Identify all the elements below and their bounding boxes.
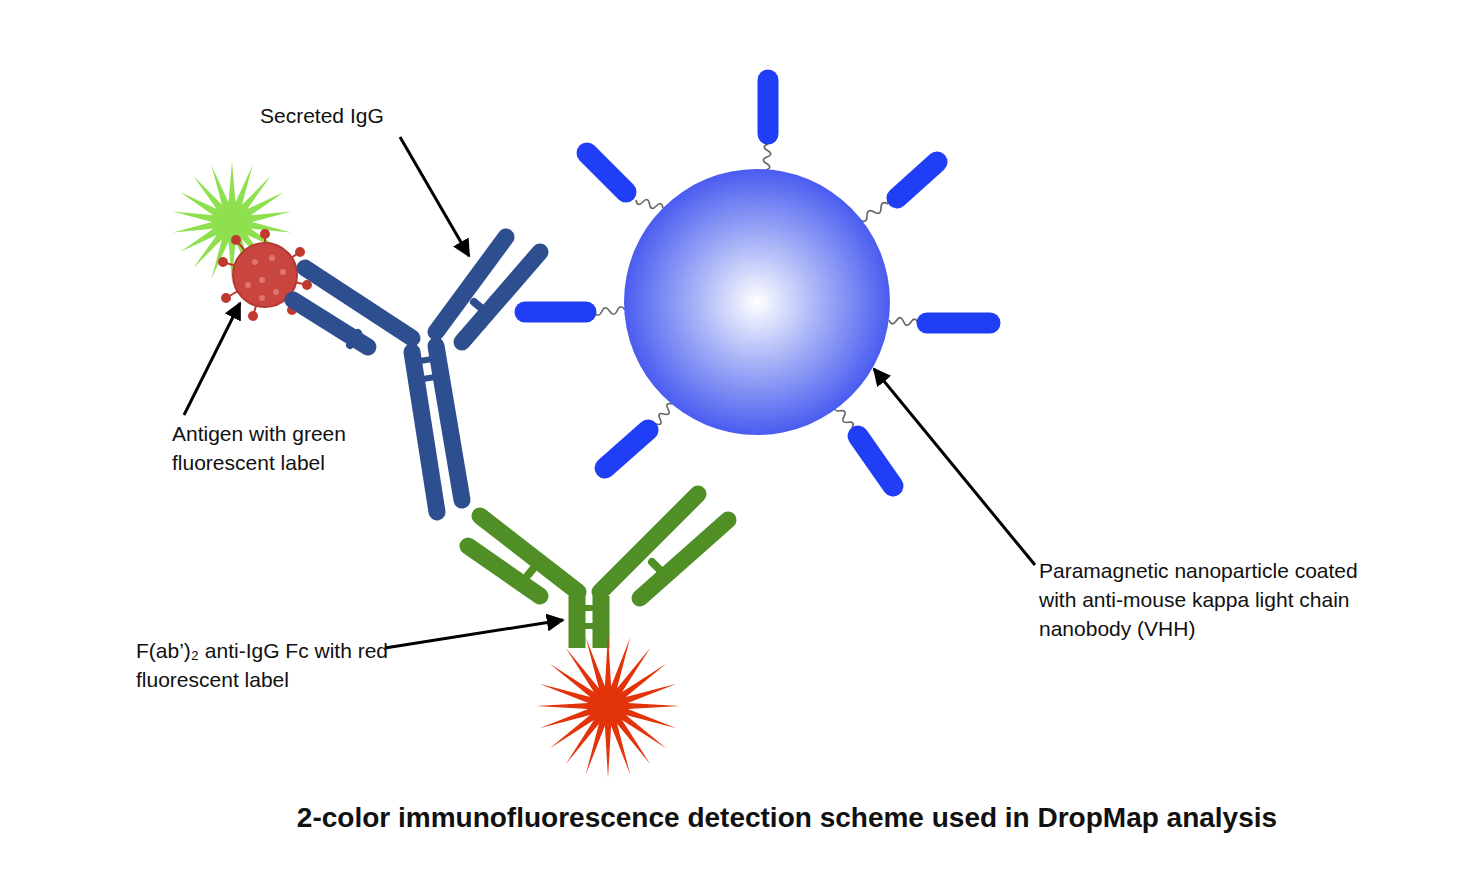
leader-arrow [385,620,563,648]
hinge-bond [580,623,598,629]
nanobody [525,302,586,323]
light-chain-link [528,563,538,575]
fab-arm [600,494,698,592]
hinge-bond [580,605,598,611]
leader-arrow [184,303,240,415]
light-chain-link [350,333,358,345]
paramagnetic-bead [624,169,890,435]
virus-dot [259,277,265,283]
light-chain [293,300,368,347]
nanobody [927,313,990,334]
nanobody [587,153,626,192]
callout-label: Secreted IgG [260,101,470,130]
virus-spike-tip [296,248,304,256]
tether [656,404,672,425]
light-chain [462,252,540,342]
virus-dot [245,282,251,288]
tether [889,318,918,326]
virus-dot [259,295,265,301]
tether [594,307,625,315]
tether [860,203,888,222]
nanobody [758,80,779,134]
heavy-chain-fab [436,237,506,332]
nanobody [897,162,937,198]
virus-texture [245,255,286,301]
fab2-fragment [468,494,728,648]
leader-arrows [184,137,1035,648]
leader-arrow [400,137,469,256]
tether [636,200,663,209]
light-chain [468,546,540,596]
tether [835,405,853,428]
light-chain-link [474,302,486,312]
callout-label: Antigen with green fluorescent label [172,419,404,477]
callout-label: Paramagnetic nanoparticle coated with an… [1039,556,1374,643]
nanobody [858,436,893,486]
figure-caption: 2-color immunofluorescence detection sch… [200,800,1374,836]
virus-dot [252,259,258,265]
virus-spike-tip [232,236,240,244]
virus-spike-tip [249,312,257,320]
fab2-stem [593,596,610,648]
virus-spike-tip [303,281,311,289]
callout-label: F(ab’)₂ anti-IgG Fc with red fluorescent… [136,636,398,694]
igg-antibody [293,237,540,512]
virus-spike-tip [261,230,269,238]
virus-dot [273,289,279,295]
virus-spike-tip [222,294,230,302]
hinge-bond [417,376,441,380]
virus-dot [269,255,275,261]
red-fluorophore [536,634,680,778]
light-chain-link [652,562,664,574]
virus-dot [280,269,286,275]
virus-spike-tip [219,258,227,266]
heavy-chain [436,346,462,500]
nanobody [605,430,648,468]
fab2-stem [569,596,586,648]
tether [763,144,770,170]
leader-arrow [874,369,1035,565]
hinge-bond [414,358,438,362]
light-chain [640,520,728,598]
